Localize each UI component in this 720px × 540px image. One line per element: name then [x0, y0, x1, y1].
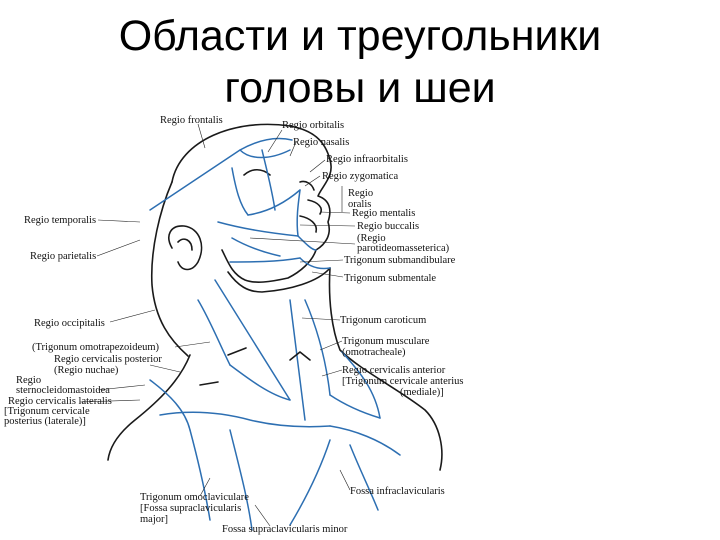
label-regio-scm-2: sternocleidomastoidea: [16, 385, 110, 396]
label-trigonum-omotrapezoideum: (Trigonum omotrapezoideum): [32, 342, 160, 353]
label-regio-nasalis: Regio nasalis: [293, 137, 349, 148]
label-trigonum-musculare-2: (omotracheale): [342, 347, 406, 358]
label-trigonum-submentale: Trigonum submentale: [344, 273, 436, 284]
label-trigonum-musculare-1: Trigonum musculare: [342, 336, 430, 347]
label-regio-cervicalis-posterior-2: (Regio nuchae): [54, 365, 119, 376]
label-regio-buccalis: Regio buccalis: [357, 221, 419, 232]
label-regio-infraorbitalis: Regio infraorbitalis: [326, 154, 408, 165]
region-lines: [149, 137, 401, 531]
label-fossa-supraclavicularis-major-2: major]: [140, 514, 168, 525]
slide-title: Области и треугольники головы и шеи: [0, 10, 720, 114]
marks: [199, 347, 311, 386]
label-trigonum-cervicale-posterius-1: [Trigonum cervicale: [4, 406, 90, 417]
label-regio-parotideo-1: (Regio: [357, 233, 386, 244]
label-regio-mentalis: Regio mentalis: [352, 208, 415, 219]
label-fossa-supraclavicularis-minor: Fossa supraclavicularis minor: [222, 524, 348, 535]
leader-lines: [79, 123, 356, 527]
label-regio-oralis-2: oralis: [348, 199, 371, 210]
label-regio-cervicalis-lateralis: Regio cervicalis lateralis: [8, 396, 112, 407]
label-fossa-supraclavicularis-major-1: [Fossa supraclavicularis: [140, 503, 241, 514]
label-regio-temporalis: Regio temporalis: [24, 215, 96, 226]
label-trigonum-submandibulare: Trigonum submandibulare: [344, 255, 456, 266]
label-regio-zygomatica: Regio zygomatica: [322, 171, 398, 182]
label-regio-parotideo-2: parotideomasseterica): [357, 243, 450, 254]
title-line-1: Области и треугольники: [118, 12, 602, 60]
label-regio-cervicalis-posterior-1: Regio cervicalis posterior: [54, 354, 162, 365]
label-regio-orbitalis: Regio orbitalis: [282, 120, 344, 131]
labels: Regio frontalis Regio orbitalis Regio na…: [4, 115, 464, 535]
title-line-2: головы и шеи: [224, 64, 496, 112]
label-fossa-infraclavicularis: Fossa infraclavicularis: [350, 486, 445, 497]
label-trigonum-omoclaviculare: Trigonum omoclaviculare: [140, 492, 249, 503]
label-regio-scm-1: Regio: [16, 375, 41, 386]
label-regio-frontalis: Regio frontalis: [160, 115, 223, 126]
label-trigonum-cervicale-posterius-2: posterius (laterale)]: [4, 416, 86, 427]
label-regio-parietalis: Regio parietalis: [30, 251, 96, 262]
label-trigonum-caroticum: Trigonum caroticum: [340, 315, 426, 326]
label-regio-cervicalis-anterior: Regio cervicalis anterior: [342, 365, 446, 376]
label-regio-oralis-1: Regio: [348, 188, 373, 199]
label-trigonum-cervicale-anterius-2: (mediale)]: [400, 387, 444, 398]
label-trigonum-cervicale-anterius-1: [Trigonum cervicale anterius: [342, 376, 464, 387]
label-regio-occipitalis: Regio occipitalis: [34, 318, 105, 329]
